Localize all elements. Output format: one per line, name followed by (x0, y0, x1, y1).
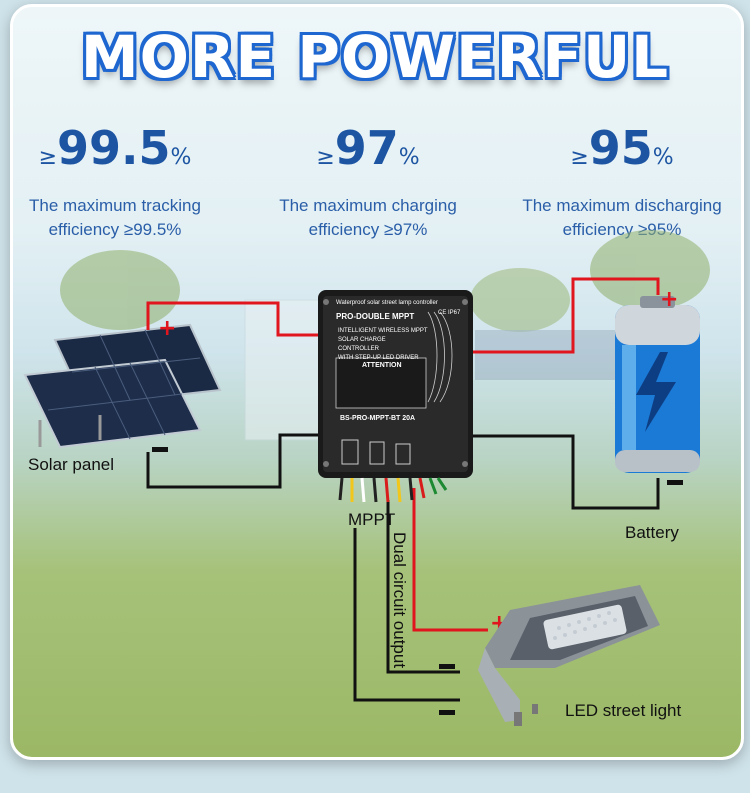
negative-icon (439, 664, 455, 669)
controller-cert-text: CE IP67 (438, 310, 461, 316)
controller-header-text: Waterproof solar street lamp controller (336, 300, 438, 306)
solar-panel-label: Solar panel (28, 455, 115, 474)
positive-icon: + (660, 287, 678, 312)
stat-value: ≥95% (570, 121, 674, 175)
solar-panel-image (23, 323, 222, 449)
controller-model-text: BS-PRO-MPPT-BT 20A (340, 415, 416, 422)
stat-value: ≥97% (316, 121, 420, 175)
controller-desc-text: INTELLIGENT WIRELESS MPPT SOLAR CHARGE C… (338, 328, 428, 361)
battery-label: Battery (625, 523, 679, 542)
controller-brand-text: PRO-DOUBLE MPPT (336, 312, 415, 321)
stat-value: ≥99.5% (38, 121, 192, 175)
mppt-label: MPPT (348, 510, 396, 529)
battery-image (615, 296, 700, 473)
street-light-label: LED street light (565, 701, 682, 720)
negative-icon (152, 447, 168, 452)
wires (146, 277, 660, 702)
positive-icon: + (158, 316, 176, 341)
page-title: MORE POWERFUL (80, 23, 670, 91)
controller-attention-text: ATTENTION (362, 362, 402, 369)
dual-circuit-output-label: Dual circuit output (390, 532, 409, 669)
mppt-controller-image (318, 290, 473, 503)
background-scenery (60, 230, 710, 441)
negative-icon (439, 710, 455, 715)
negative-icon (667, 480, 683, 485)
street-light-image (478, 585, 660, 726)
